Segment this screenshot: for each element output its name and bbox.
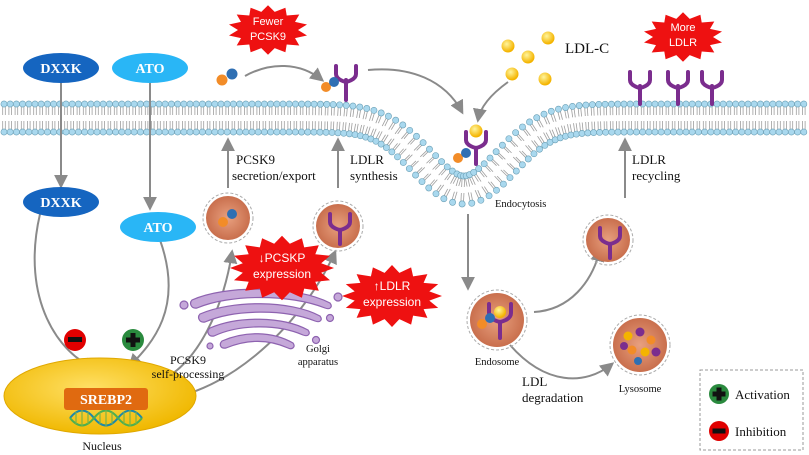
legend-activation-label: Activation	[735, 387, 790, 402]
dxxk-bottom-label: DXXK	[40, 196, 81, 211]
dna-strand	[69, 409, 143, 427]
ldlr-synthesis-line2: synthesis	[350, 168, 398, 183]
pcsk9-molecule	[218, 217, 228, 227]
lysosome-label: Lysosome	[619, 384, 662, 395]
endosome-to-lysosome-arrow	[509, 344, 615, 380]
more-ldlr-burst: More LDLR	[644, 12, 722, 62]
nucleus: SREBP2	[3, 357, 197, 435]
inhibition-icon	[64, 329, 86, 351]
ldl-uptake-arrow	[472, 81, 509, 123]
more-ldlr-line1: More	[670, 22, 695, 34]
fewer-pcsk9-line2: PCSK9	[250, 31, 286, 43]
pcsk9-bound	[321, 77, 339, 92]
ato-bottom-oval: ATO	[120, 212, 196, 242]
endosome	[466, 289, 528, 351]
fewer-pcsk9-burst: Fewer PCSK9	[229, 5, 307, 55]
dxxk-top-label: DXXK	[40, 62, 81, 77]
ldl-degradation-line1: LDL	[522, 374, 547, 389]
endocytosis-label: Endocytosis	[495, 199, 546, 210]
pcsk9-free	[216, 68, 238, 86]
dxxk-bottom-oval: DXXK	[23, 187, 99, 217]
legend-inhibition-icon	[709, 421, 729, 441]
more-ldlr-line2: LDLR	[669, 37, 697, 49]
pcskp-expression-line1: ↓PCSKP	[259, 251, 306, 265]
endocytic-ldlr-complex	[453, 124, 488, 166]
cell-membrane	[0, 100, 808, 208]
ldlr-receptor-icon	[598, 226, 622, 260]
pcsk9-secretion-line1: PCSK9	[236, 152, 275, 167]
golgi-apparatus	[179, 288, 343, 350]
ato-to-srebp2-arrow	[128, 239, 170, 369]
legend-activation-icon	[709, 384, 729, 404]
pcsk9-self-processing-line2: self-processing	[152, 367, 225, 381]
pcskp-expression-burst: ↓PCSKP expression	[230, 235, 334, 301]
endosome-to-recycling-arrow	[533, 247, 605, 313]
pcsk9-binding-arrow	[244, 65, 325, 82]
membrane-ldlr-receptor	[334, 64, 358, 102]
ato-top-label: ATO	[135, 62, 164, 77]
ato-top-oval: ATO	[112, 53, 188, 83]
pcsk9-self-processing-line1: PCSK9	[170, 353, 206, 367]
ldlr-recycling-line1: LDLR	[632, 152, 666, 167]
dxxk-to-srebp2-arrow	[33, 213, 98, 371]
activation-icon	[122, 329, 144, 351]
ldlr-recycling-line2: recycling	[632, 168, 681, 183]
srebp2-label: SREBP2	[80, 393, 132, 408]
ldlr-synthesis-line1: LDLR	[350, 152, 384, 167]
legend: Activation Inhibition	[699, 369, 804, 451]
to-endocytosis-arrow	[367, 68, 464, 115]
pcsk9-vesicle	[202, 192, 254, 244]
recycled-ldlr-receptors	[628, 70, 724, 106]
golgi-line1: Golgi	[306, 344, 330, 355]
pcsk9-secretion-line2: secretion/export	[232, 168, 316, 183]
ldlr-expression-line1: ↑LDLR	[374, 279, 411, 293]
ldlr-expression-burst: ↑LDLR expression	[342, 265, 442, 327]
golgi-line2: apparatus	[298, 357, 338, 368]
legend-inhibition-label: Inhibition	[735, 424, 787, 439]
recycling-vesicle	[582, 214, 634, 266]
ldlr-expression-line2: expression	[363, 295, 421, 309]
endosome-label: Endosome	[475, 357, 520, 368]
lysosome	[609, 314, 671, 376]
nucleus-label: Nucleus	[82, 439, 122, 453]
fewer-pcsk9-line1: Fewer	[253, 16, 284, 28]
ldl-degradation-line2: degradation	[522, 390, 584, 405]
ldlr-vesicle	[312, 200, 364, 252]
dxxk-top-oval: DXXK	[23, 53, 99, 83]
ato-bottom-label: ATO	[143, 221, 172, 236]
pcskp-expression-line2: expression	[253, 267, 311, 281]
srebp2-box	[64, 388, 148, 410]
ldl-c-label: LDL-C	[565, 41, 609, 57]
ldlr-receptor-icon	[328, 212, 352, 246]
ldl-c-particles	[501, 31, 555, 86]
